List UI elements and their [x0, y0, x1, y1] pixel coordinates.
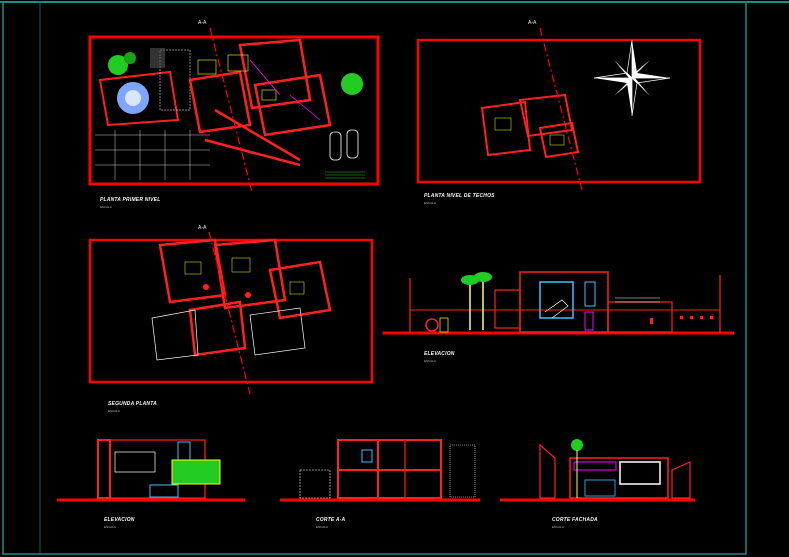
- tree: [108, 55, 128, 75]
- section-aa-drawing: [280, 439, 480, 502]
- roof-plan-title: PLANTA NIVEL DE TECHOS: [424, 193, 495, 199]
- roof-plan-drawing: [416, 38, 702, 184]
- section-aa-title: CORTE A-A: [316, 517, 346, 523]
- car: [346, 129, 359, 159]
- second-floor-border: [88, 238, 374, 384]
- second-floor-drawing: [88, 238, 374, 384]
- side-elevation-title: ELEVACION: [104, 517, 135, 523]
- section-marker: A-A: [528, 20, 537, 26]
- site-plan-border: [88, 35, 380, 186]
- section-cut-line: [208, 27, 583, 395]
- side-elevation-drawing: [57, 439, 245, 502]
- section-facade-scale: ESCALA: [552, 525, 564, 529]
- section-facade-drawing: [500, 439, 695, 502]
- front-elevation-drawing: [383, 271, 734, 335]
- section-facade-title: CORTE FACHADA: [552, 517, 598, 523]
- site-plan-scale: ESCALA: [100, 205, 112, 209]
- second-floor-title: SEGUNDA PLANTA: [108, 401, 157, 407]
- site-plan-title: PLANTA PRIMER NIVEL: [100, 197, 161, 203]
- roof-plan-scale: ESCALA: [424, 201, 436, 205]
- palm-tree-icon: [461, 272, 492, 330]
- north-arrow-icon: [593, 39, 671, 117]
- section-marker: A-A: [198, 20, 207, 26]
- section-aa-scale: ESCALA: [316, 525, 328, 529]
- car: [329, 131, 342, 161]
- tree: [571, 439, 583, 451]
- front-elevation-scale: ESCALA: [424, 359, 436, 363]
- second-floor-scale: ESCALA: [108, 409, 120, 413]
- roof-plan-border: [416, 38, 702, 184]
- side-elevation-scale: ESCALA: [104, 525, 116, 529]
- site-plan-drawing: [88, 35, 380, 186]
- section-marker: A-A: [198, 225, 207, 231]
- sheet-frame: [2, 1, 747, 555]
- front-elevation-title: ELEVACION: [424, 351, 455, 357]
- tree: [341, 73, 363, 95]
